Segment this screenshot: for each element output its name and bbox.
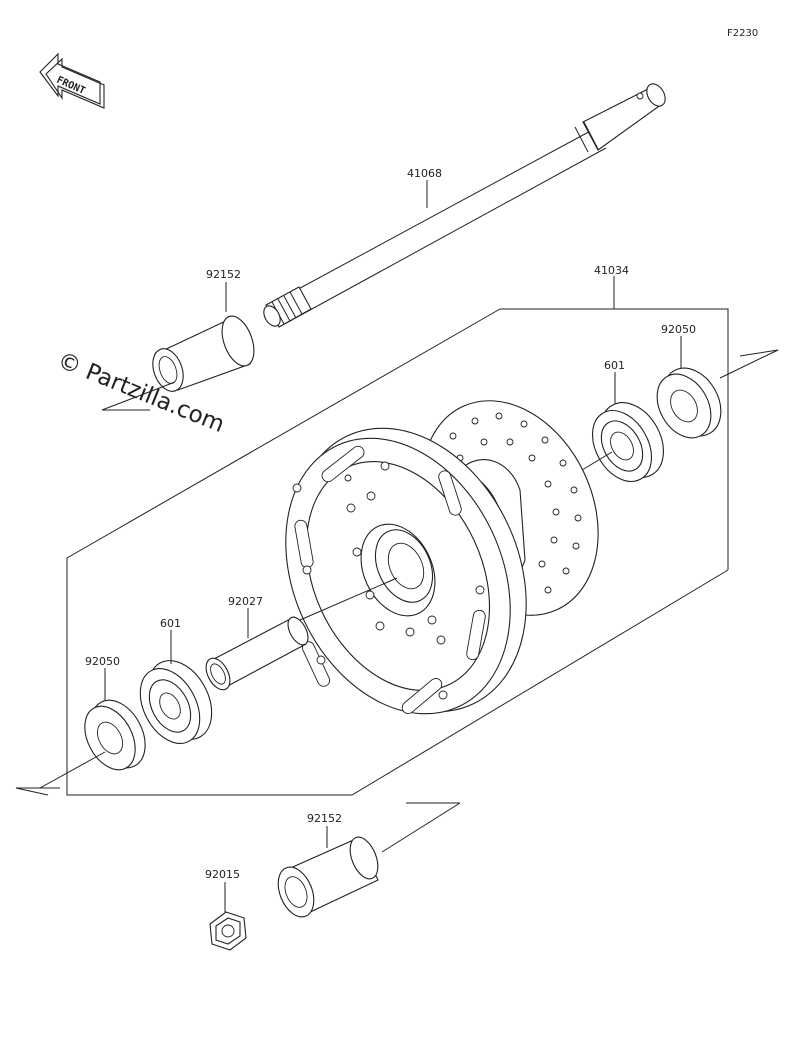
bearing-right	[591, 402, 664, 482]
part-number-label[interactable]: 92050	[85, 655, 120, 668]
leader-lines	[104, 180, 682, 912]
front-arrow-icon: FRONT	[39, 52, 105, 109]
axle-shaft	[263, 83, 666, 328]
part-number-label[interactable]: 41068	[407, 167, 442, 180]
assembly-bracket	[66, 308, 729, 796]
part-number-label[interactable]: 92015	[205, 868, 240, 881]
part-number-label[interactable]: 601	[604, 359, 625, 372]
oil-seal-left	[84, 699, 146, 771]
wheel-rim	[285, 427, 527, 715]
part-number-label[interactable]: 92152	[206, 268, 241, 281]
part-number-label[interactable]: 92152	[307, 812, 342, 825]
bearing-left	[139, 660, 213, 744]
oil-seal-right	[656, 367, 722, 439]
collar-left	[152, 315, 255, 392]
nut	[209, 911, 247, 951]
collar-bottom	[277, 836, 379, 918]
part-number-label[interactable]: 601	[160, 617, 181, 630]
part-number-label[interactable]: 92050	[661, 323, 696, 336]
figure-code: F2230	[727, 28, 758, 39]
part-number-label[interactable]: 41034	[594, 264, 629, 277]
part-number-label[interactable]: 92027	[228, 595, 263, 608]
spacer	[205, 616, 309, 691]
